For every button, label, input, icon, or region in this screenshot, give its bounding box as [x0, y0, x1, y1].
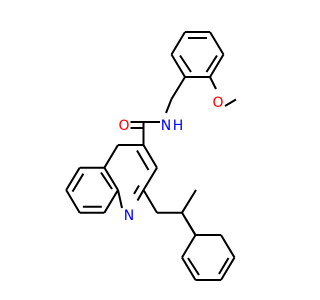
bond [205, 54, 218, 73]
bond [209, 53, 225, 78]
quinoline-pyridine-ring [103, 144, 158, 209]
bond [209, 76, 217, 90]
carbonyl-oxygen-label: O [118, 118, 129, 134]
structure-canvas: O N H O N [65, 31, 237, 281]
bond [65, 167, 81, 191]
bond [220, 234, 236, 259]
bond [181, 189, 197, 214]
bond [103, 189, 119, 214]
amide-group [130, 121, 160, 145]
bond [181, 256, 197, 281]
bond [170, 31, 186, 56]
phenyl-ring [142, 189, 236, 281]
bond [209, 31, 225, 56]
bond [181, 234, 197, 259]
bond [142, 189, 158, 214]
bond [142, 167, 158, 191]
bond [136, 149, 150, 171]
bond [103, 144, 119, 169]
bond [170, 76, 186, 100]
quinoline-benzo-ring [65, 166, 119, 214]
bond [184, 217, 197, 237]
bond [100, 171, 113, 190]
benzyl-linker [165, 76, 186, 114]
bond [103, 167, 119, 191]
bond [142, 144, 158, 169]
bond [187, 257, 200, 276]
bond [117, 189, 123, 209]
molecule-structure: O N H O N [65, 31, 237, 281]
bond [220, 256, 236, 281]
methoxyphenyl-ring [170, 31, 225, 78]
bond [133, 184, 140, 195]
bond [71, 173, 85, 193]
bond [170, 53, 186, 78]
amide-nitrogen-label: N [161, 118, 171, 134]
quinoline-nitrogen-label: N [124, 208, 134, 224]
bond [218, 257, 230, 275]
methoxy-oxygen-label: O [212, 95, 223, 111]
bond [224, 98, 237, 107]
bond [165, 98, 173, 114]
bond [65, 189, 81, 214]
methoxy-group [209, 76, 237, 107]
bond [136, 189, 145, 201]
bond [179, 54, 192, 73]
amide-hydrogen-label: H [173, 118, 184, 134]
